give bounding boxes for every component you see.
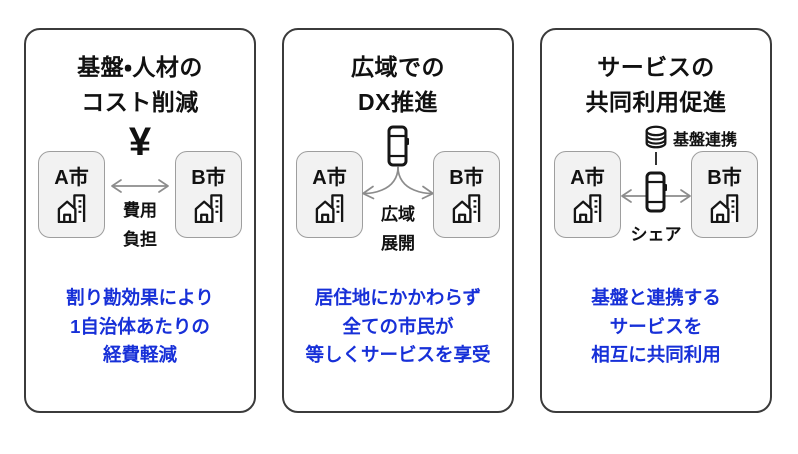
yen-icon: ¥ <box>128 120 152 164</box>
benefit-text: 割り勘効果により 1自治体あたりの 経費軽減 <box>66 287 214 365</box>
cost-sharing-graphic: ¥ A市 費用 負担 B市 <box>26 120 254 282</box>
double-arrow-icon <box>111 179 169 193</box>
city-box-a: A市 <box>296 151 363 238</box>
city-label: A市 <box>570 166 605 189</box>
city-label: B市 <box>191 166 226 189</box>
city-label: B市 <box>707 166 742 189</box>
database-icon <box>645 125 667 149</box>
wide-deployment-graphic: A市 広域 展開 B市 <box>284 124 512 282</box>
service-sharing-graphic: 基盤連携 A市 シェア B市 <box>542 124 770 282</box>
city-box-b: B市 <box>691 151 758 238</box>
benefit-text: 居住地にかかわらず 全ての市民が 等しくサービスを享受 <box>305 287 491 365</box>
platform-link-label: 基盤連携 <box>673 132 738 149</box>
city-label: A市 <box>312 166 347 189</box>
card-title: 基盤・人材の コスト削減 <box>77 54 203 115</box>
card-title: 広域での DX推進 <box>351 54 445 115</box>
relation-label: 広域 展開 <box>381 205 415 253</box>
building-icon <box>194 193 223 223</box>
city-box-b: B市 <box>433 151 500 238</box>
building-icon <box>315 193 344 223</box>
building-icon <box>573 193 602 223</box>
card-title: サービスの 共同利用促進 <box>585 54 727 115</box>
building-icon <box>57 193 86 223</box>
building-icon <box>710 193 739 223</box>
connector-line <box>655 152 657 165</box>
city-label: B市 <box>449 166 484 189</box>
city-label: A市 <box>54 166 89 189</box>
card-shared-services: サービスの 共同利用促進 基盤連携 A市 シェア B市 <box>540 28 772 413</box>
relation-label: シェア <box>630 225 682 244</box>
city-box-b: B市 <box>175 151 242 238</box>
card-cost-reduction: 基盤・人材の コスト削減 ¥ A市 費用 負担 B市 割り勘効果により 1自治体… <box>24 28 256 413</box>
card-wide-area-dx: 広域での DX推進 A市 広域 展開 B市 居住地にかかわらず 全ての市民が 等… <box>282 28 514 413</box>
smartphone-icon <box>645 171 669 213</box>
branching-arrows-icon <box>362 166 434 200</box>
benefit-text: 基盤と連携する サービスを 相互に共同利用 <box>591 287 721 365</box>
city-box-a: A市 <box>554 151 621 238</box>
city-box-a: A市 <box>38 151 105 238</box>
relation-label: 費用 負担 <box>123 201 157 249</box>
building-icon <box>452 193 481 223</box>
smartphone-icon <box>387 125 411 167</box>
